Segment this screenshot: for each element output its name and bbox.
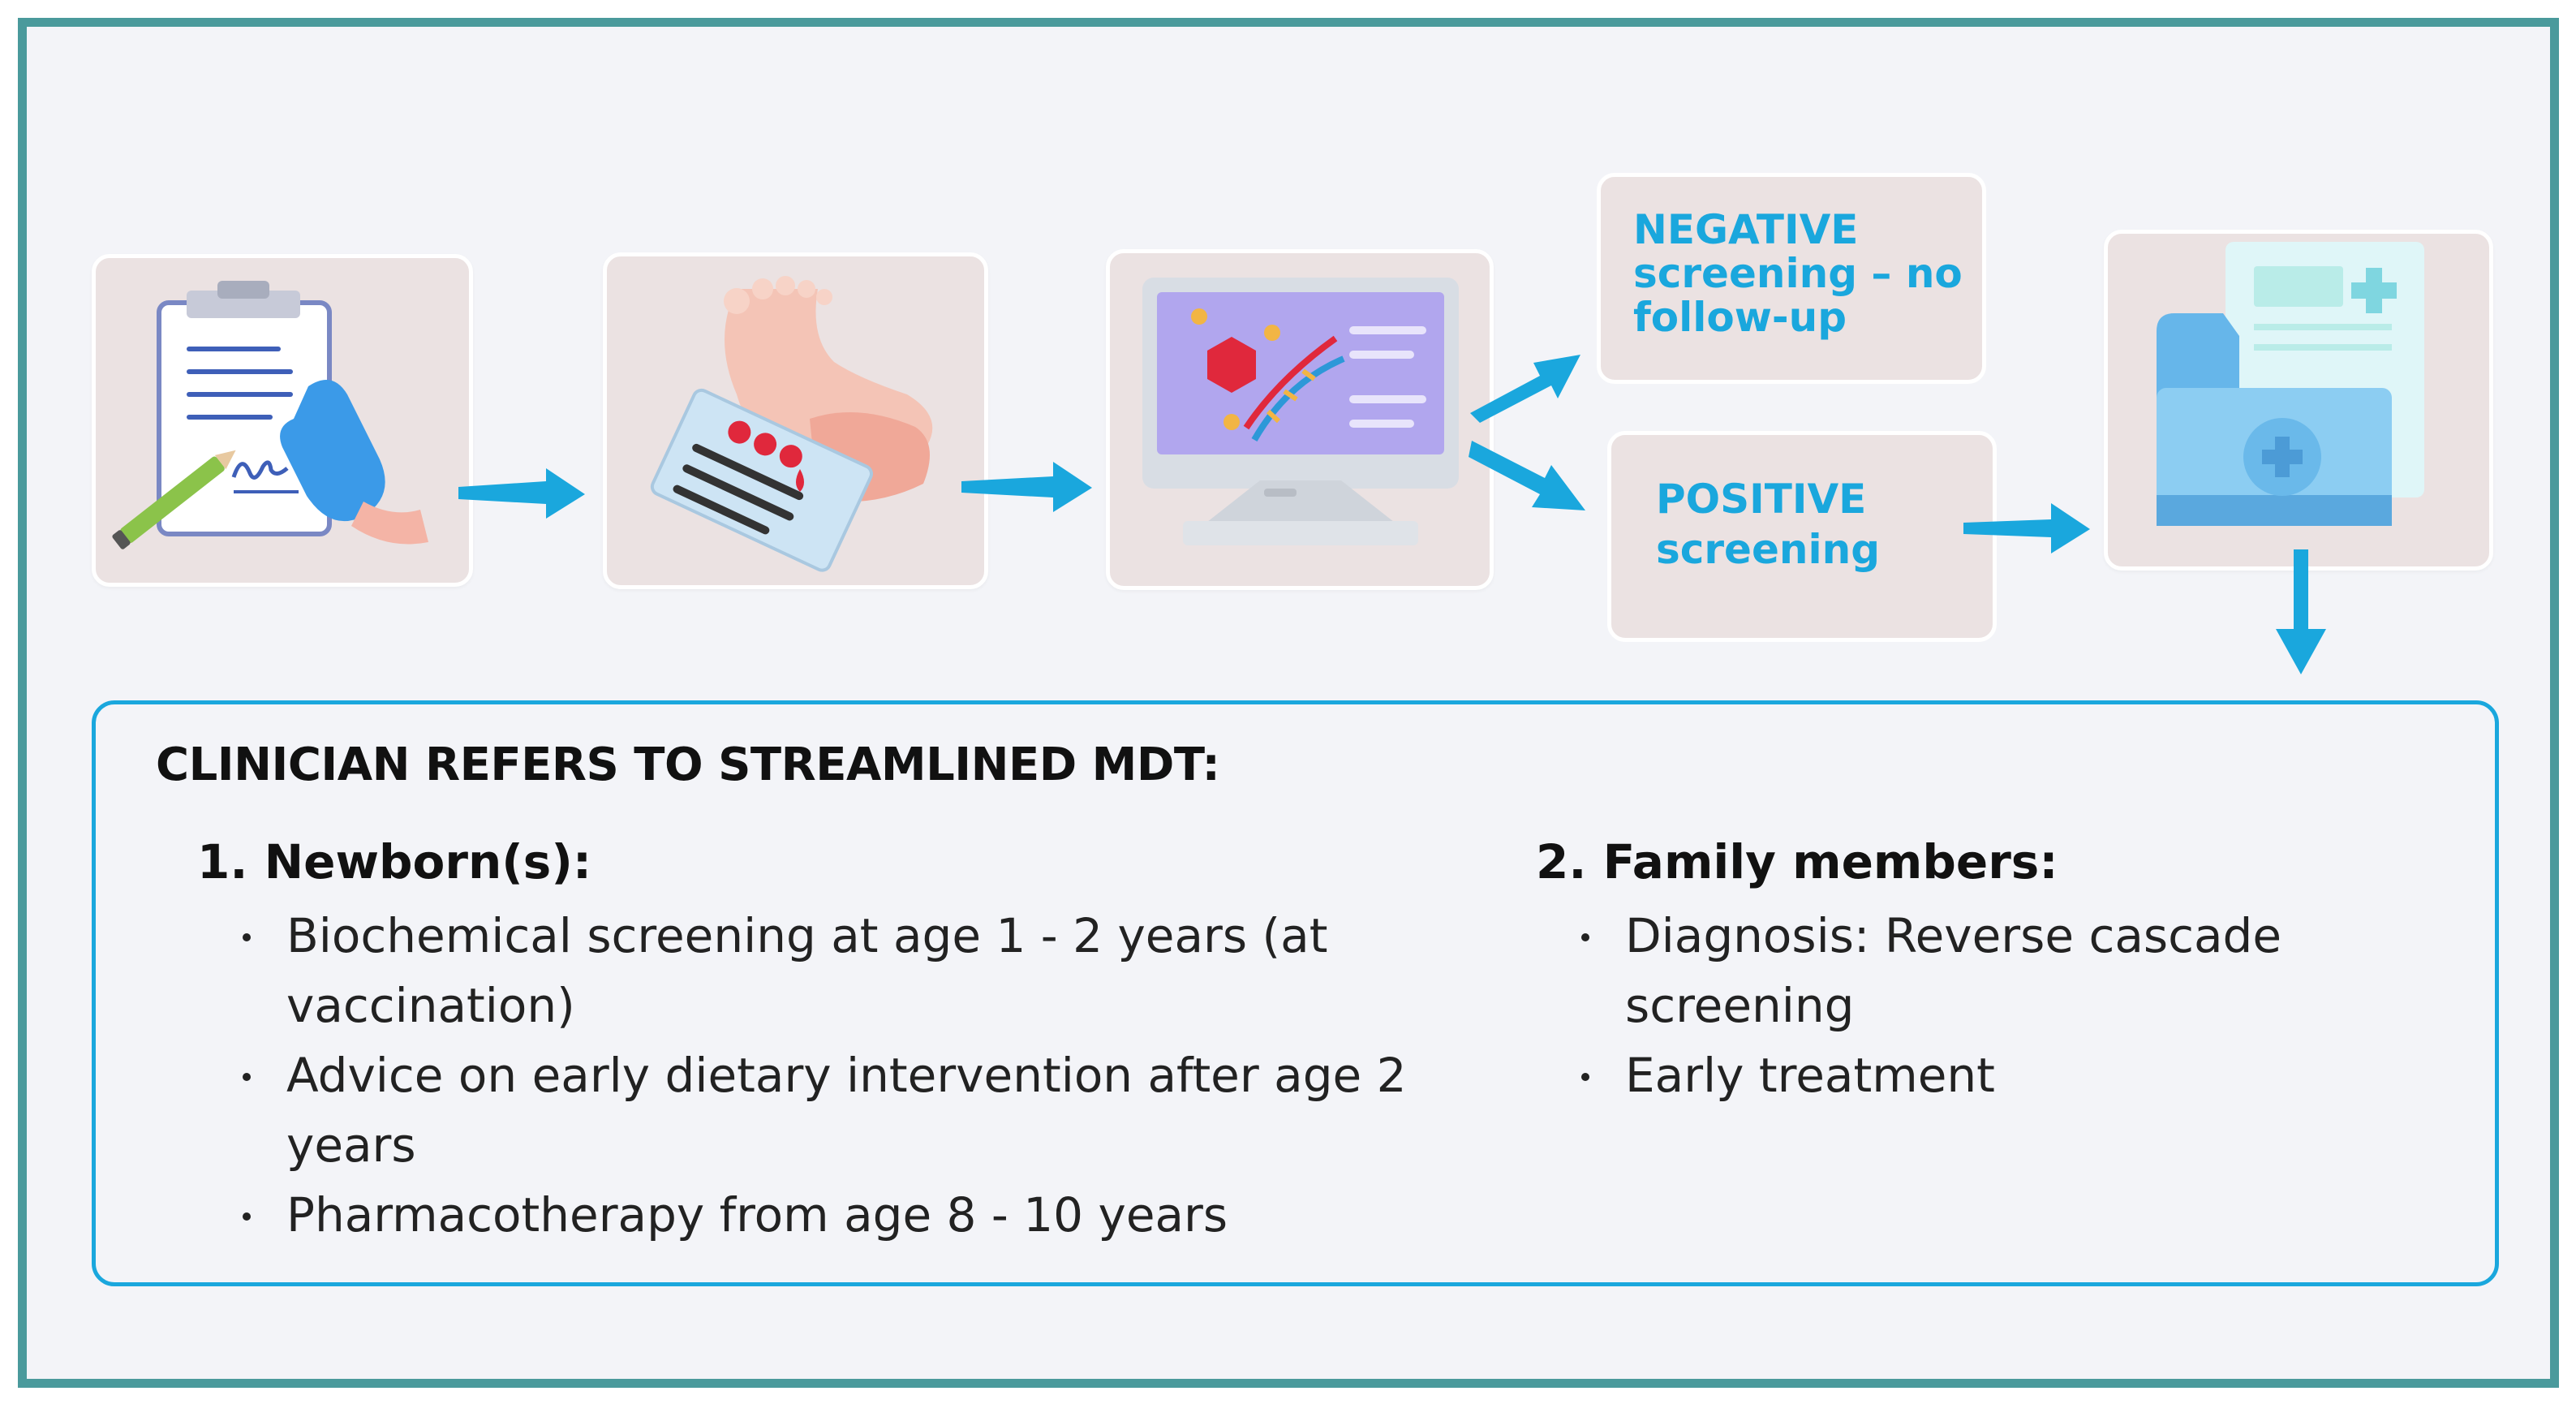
medical-record-icon xyxy=(2157,242,2424,526)
negative-line-1: NEGATIVE xyxy=(1633,206,1859,253)
list-item: Diagnosis: Reverse cascade screening xyxy=(1581,901,2355,1040)
newborns-heading: 1. Newborn(s): xyxy=(197,834,592,889)
negative-line-2: screening – no xyxy=(1633,250,1963,297)
positive-line-2: screening xyxy=(1656,526,1881,573)
newborns-list: Biochemical screening at age 1 - 2 years… xyxy=(197,901,1479,1250)
outcome-negative: NEGATIVE screening – no follow-up xyxy=(1597,173,1986,384)
list-item: Advice on early dietary intervention aft… xyxy=(243,1040,1471,1180)
branch-arrow-positive xyxy=(1467,433,1589,522)
family-heading: 2. Family members: xyxy=(1536,834,2058,889)
family-list: Diagnosis: Reverse cascade screening Ear… xyxy=(1536,901,2428,1110)
branch-arrow-negative xyxy=(1467,335,1585,429)
positive-line-1: POSITIVE xyxy=(1656,476,1867,523)
flow-arrow-1 xyxy=(457,465,587,522)
diagram-frame: NEGATIVE screening – no follow-up POSITI… xyxy=(18,18,2559,1388)
list-item: Early treatment xyxy=(1581,1040,2428,1110)
family-section: 2. Family members: Diagnosis: Reverse ca… xyxy=(1536,834,2428,1110)
list-item: Biochemical screening at age 1 - 2 years… xyxy=(243,901,1406,1040)
heel-prick-icon xyxy=(650,276,933,572)
flow-arrow-2 xyxy=(960,459,1094,515)
consent-form-icon xyxy=(112,281,428,549)
newborns-section: 1. Newborn(s): Biochemical screening at … xyxy=(197,834,1479,1250)
mdt-title: CLINICIAN REFERS TO STREAMLINED MDT: xyxy=(156,739,1220,791)
outcome-positive: POSITIVE screening xyxy=(1607,431,1997,642)
step-heel-prick xyxy=(603,252,988,589)
flow-arrow-3 xyxy=(1962,500,2092,557)
step-genetic-analysis xyxy=(1106,249,1494,590)
list-item: Pharmacotherapy from age 8 - 10 years xyxy=(243,1180,1479,1250)
step-medical-record xyxy=(2104,230,2493,571)
step-consent xyxy=(92,254,473,587)
negative-line-3: follow-up xyxy=(1633,294,1847,341)
mdt-referral-box: CLINICIAN REFERS TO STREAMLINED MDT: 1. … xyxy=(92,700,2499,1286)
flow-arrow-down xyxy=(2273,548,2329,678)
genetic-analysis-icon xyxy=(1142,278,1459,545)
